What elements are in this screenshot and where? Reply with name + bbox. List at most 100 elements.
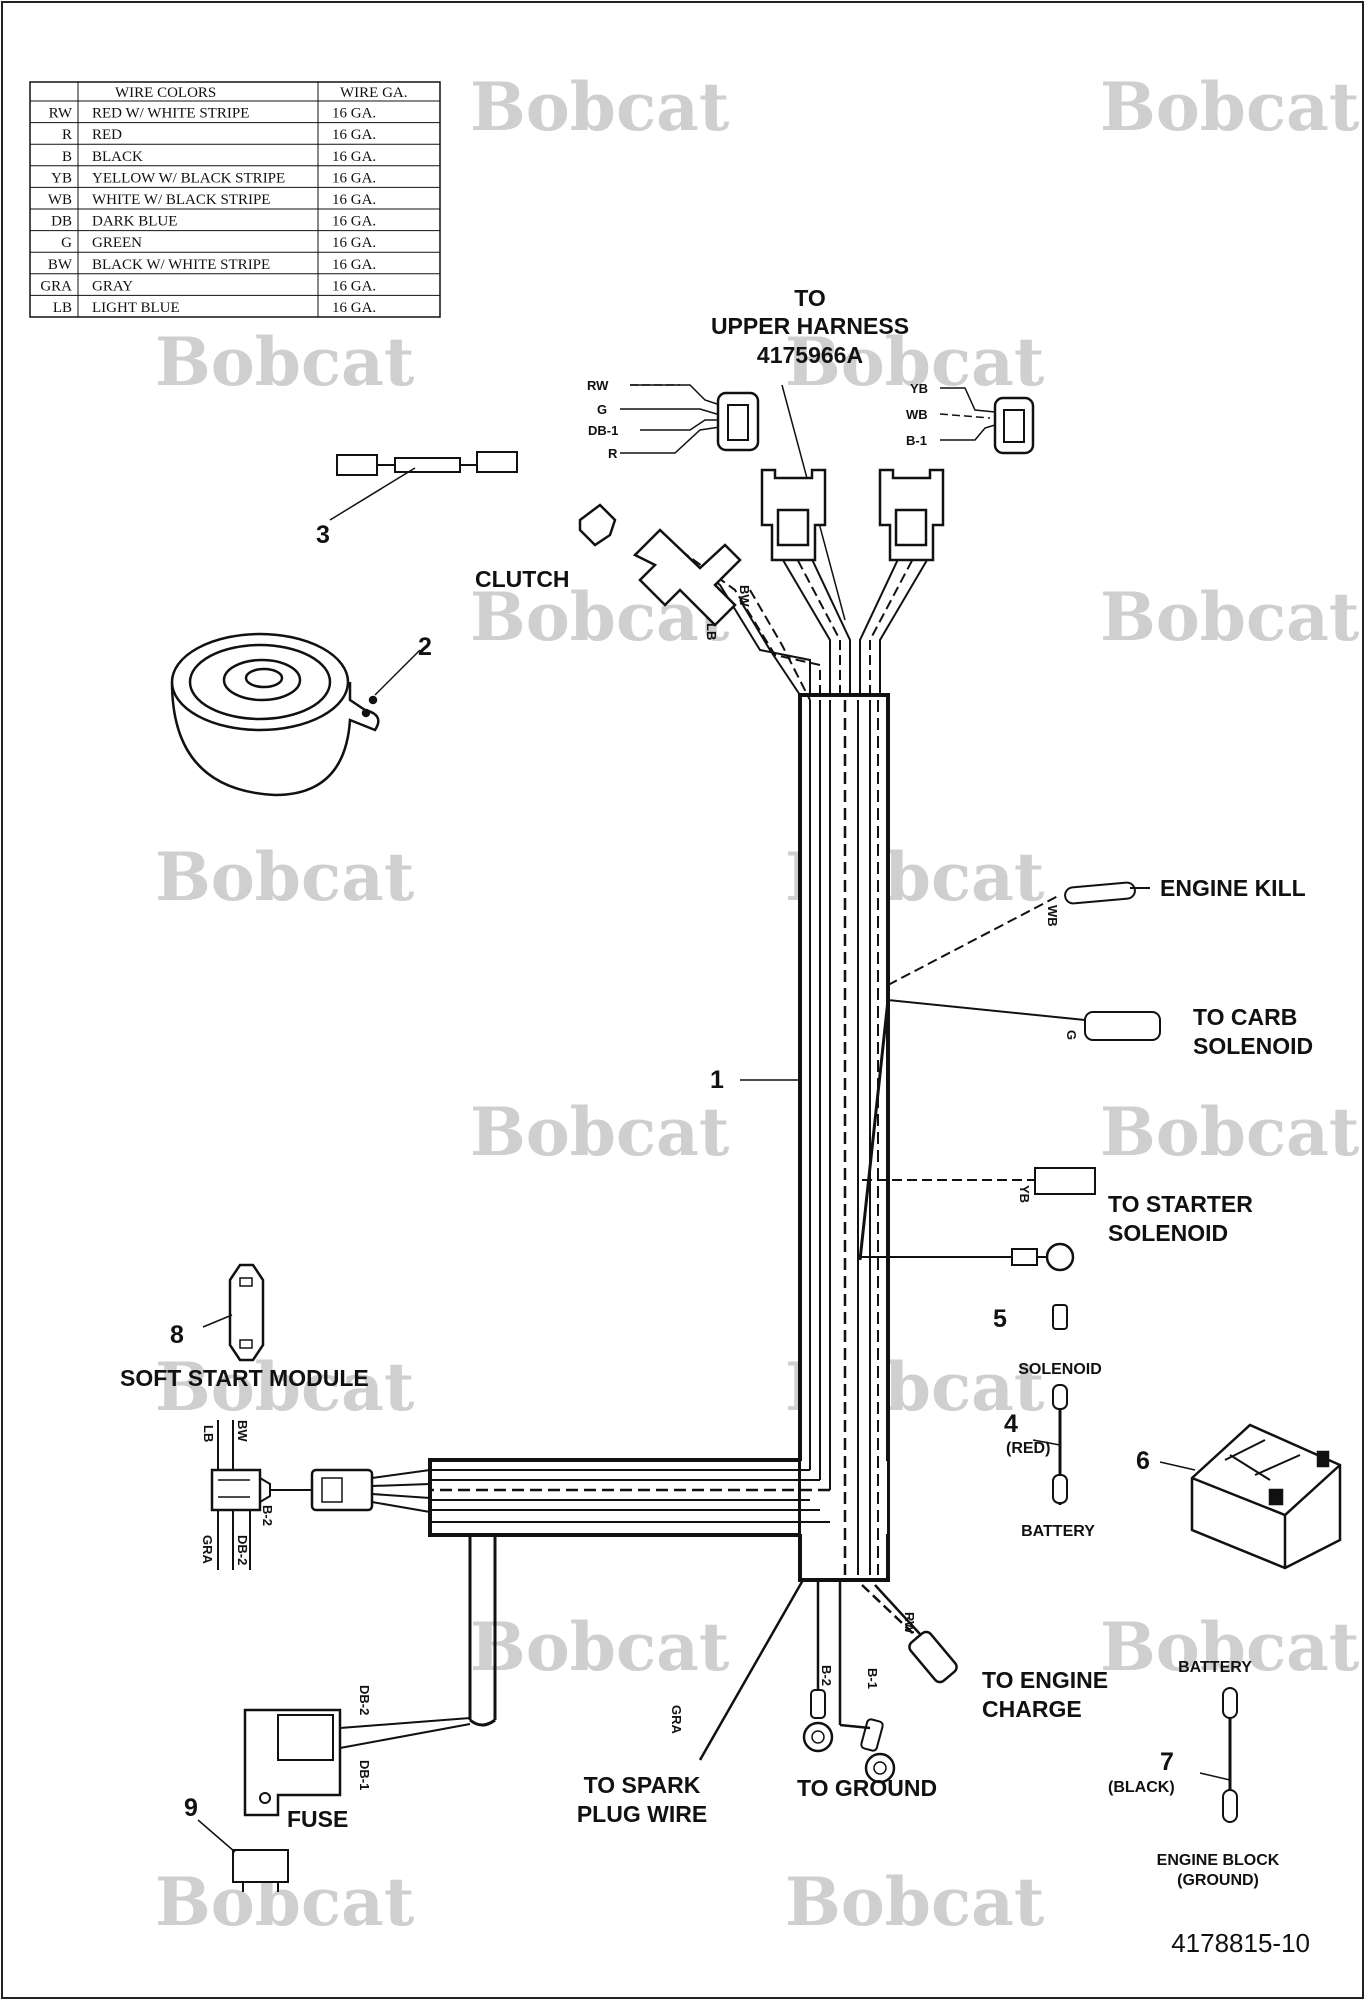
- carb-solenoid-label: SOLENOID: [1193, 1033, 1313, 1059]
- fuse-label: FUSE: [287, 1806, 348, 1832]
- table-cell-color: BLACK: [92, 149, 143, 165]
- engine-charge-label: CHARGE: [982, 1696, 1082, 1722]
- callout-7: 7: [1160, 1748, 1174, 1776]
- carb-solenoid-label: TO CARB: [1193, 1004, 1297, 1030]
- watermark: Bobcat: [1100, 1608, 1360, 1686]
- wire-codes: RW G DB-1 R YB WB B-1 BW LB WB G YB LB B…: [200, 378, 1079, 1790]
- wire-code: DB-1: [357, 1760, 372, 1790]
- spark-plug-label: TO SPARK: [584, 1772, 701, 1798]
- fuse-part-9: [197, 1819, 289, 1892]
- upper-harness-number: 4175966A: [757, 342, 863, 368]
- table-cell-code: LB: [53, 300, 72, 316]
- table-cell-gauge: 16 GA.: [332, 106, 376, 122]
- upper-harness-connector-right: [878, 468, 945, 562]
- wire-code: G: [597, 402, 607, 417]
- starter-solenoid-label: TO STARTER: [1108, 1191, 1253, 1217]
- table-cell-color: GRAY: [92, 278, 133, 294]
- battery-top-label: BATTERY: [1178, 1659, 1252, 1676]
- wire-code: RW: [902, 1612, 917, 1634]
- engine-charge-label: TO ENGINE: [982, 1667, 1108, 1693]
- clutch-connector: [578, 503, 811, 701]
- table-cell-gauge: 16 GA.: [332, 127, 376, 143]
- wire-code: BW: [737, 585, 752, 607]
- table-cell-color: RED: [92, 127, 122, 143]
- wire-code: G: [1064, 1030, 1079, 1040]
- table-cell-code: RW: [49, 106, 73, 122]
- table-cell-gauge: 16 GA.: [332, 300, 376, 316]
- table-cell-code: G: [61, 235, 72, 251]
- table-cell-color: BLACK W/ WHITE STRIPE: [92, 257, 270, 273]
- callout-8: 8: [170, 1321, 184, 1349]
- table-cell-code: WB: [48, 192, 72, 208]
- drawing-number: 4178815-10: [1171, 1928, 1310, 1958]
- watermark: Bobcat: [155, 1348, 415, 1426]
- table-cell-code: YB: [51, 170, 72, 186]
- table-cell-color: LIGHT BLUE: [92, 300, 180, 316]
- starter-solenoid-label: SOLENOID: [1108, 1220, 1228, 1246]
- battery-cable-black: [1199, 1687, 1238, 1823]
- wire-code: GRA: [669, 1705, 684, 1735]
- table-cell-color: DARK BLUE: [92, 214, 177, 230]
- watermark: Bobcat: [1100, 578, 1360, 656]
- callout-4: 4: [1004, 1410, 1018, 1438]
- wire-code: B-1: [865, 1668, 880, 1689]
- engine-kill-terminal: [887, 881, 1150, 986]
- wire-code: WB: [906, 407, 928, 422]
- wire-code: R: [608, 446, 618, 461]
- wire-color-table: WIRE COLORS WIRE GA. RW RED W/ WHITE STRI…: [29, 81, 441, 318]
- watermark: Bobcat: [785, 323, 1045, 401]
- callouts: 1 2 3 4 5 6 7 8 9: [170, 521, 1174, 1822]
- pinout-right: [939, 387, 1035, 455]
- engine-kill-label: ENGINE KILL: [1160, 875, 1306, 901]
- wire-code: RW: [587, 378, 609, 393]
- table-header-gauge: WIRE GA.: [340, 85, 408, 101]
- upper-harness-label: TO: [794, 285, 826, 311]
- table-cell-color: RED W/ WHITE STRIPE: [92, 106, 249, 122]
- table-cell-gauge: 16 GA.: [332, 257, 376, 273]
- red-label: (RED): [1006, 1440, 1050, 1457]
- ground-label: TO GROUND: [797, 1775, 937, 1801]
- battery-label: BATTERY: [1021, 1523, 1095, 1540]
- table-cell-color: WHITE W/ BLACK STRIPE: [92, 192, 270, 208]
- watermark: Bobcat: [470, 68, 730, 146]
- starter-solenoid-connector: [862, 1167, 1096, 1195]
- part-3-cable: [329, 451, 518, 521]
- wire-code: YB: [1017, 1185, 1032, 1203]
- callout-2: 2: [418, 633, 432, 661]
- watermark: Bobcat: [155, 838, 415, 916]
- table-cell-code: DB: [51, 214, 72, 230]
- black-label: (BLACK): [1108, 1779, 1175, 1796]
- watermark: Bobcat: [155, 323, 415, 401]
- table-cell-gauge: 16 GA.: [332, 214, 376, 230]
- table-cell-color: YELLOW W/ BLACK STRIPE: [92, 170, 285, 186]
- carb-solenoid-connector: [887, 999, 1161, 1041]
- table-cell-code: BW: [48, 257, 73, 273]
- soft-start-module: [202, 1263, 265, 1362]
- pinout-left: [620, 384, 760, 454]
- watermark: Bobcat: [785, 1863, 1045, 1941]
- upper-harness-connector-left: [760, 468, 827, 562]
- wire-code: B-2: [260, 1505, 275, 1526]
- table-cell-gauge: 16 GA.: [332, 170, 376, 186]
- wire-code: GRA: [200, 1535, 215, 1565]
- soft-start-connector: [210, 1420, 431, 1570]
- engine-block-label: (GROUND): [1177, 1872, 1259, 1889]
- watermark: Bobcat: [1100, 1093, 1360, 1171]
- callout-5: 5: [993, 1305, 1007, 1333]
- spark-plug-label: PLUG WIRE: [577, 1801, 707, 1827]
- table-cell-gauge: 16 GA.: [332, 149, 376, 165]
- wire-code: B-2: [819, 1665, 834, 1686]
- table-cell-color: GREEN: [92, 235, 142, 251]
- table-header-colors: WIRE COLORS: [115, 85, 216, 101]
- table-cell-gauge: 16 GA.: [332, 235, 376, 251]
- clutch-label: CLUTCH: [475, 566, 570, 592]
- soft-start-module-label: SOFT START MODULE: [120, 1365, 369, 1391]
- watermark: Bobcat: [1100, 68, 1360, 146]
- table-cell-code: R: [62, 127, 72, 143]
- callout-1: 1: [710, 1066, 724, 1094]
- part-5-boot: [1052, 1304, 1068, 1330]
- ring-terminal-branch: [860, 1242, 1075, 1272]
